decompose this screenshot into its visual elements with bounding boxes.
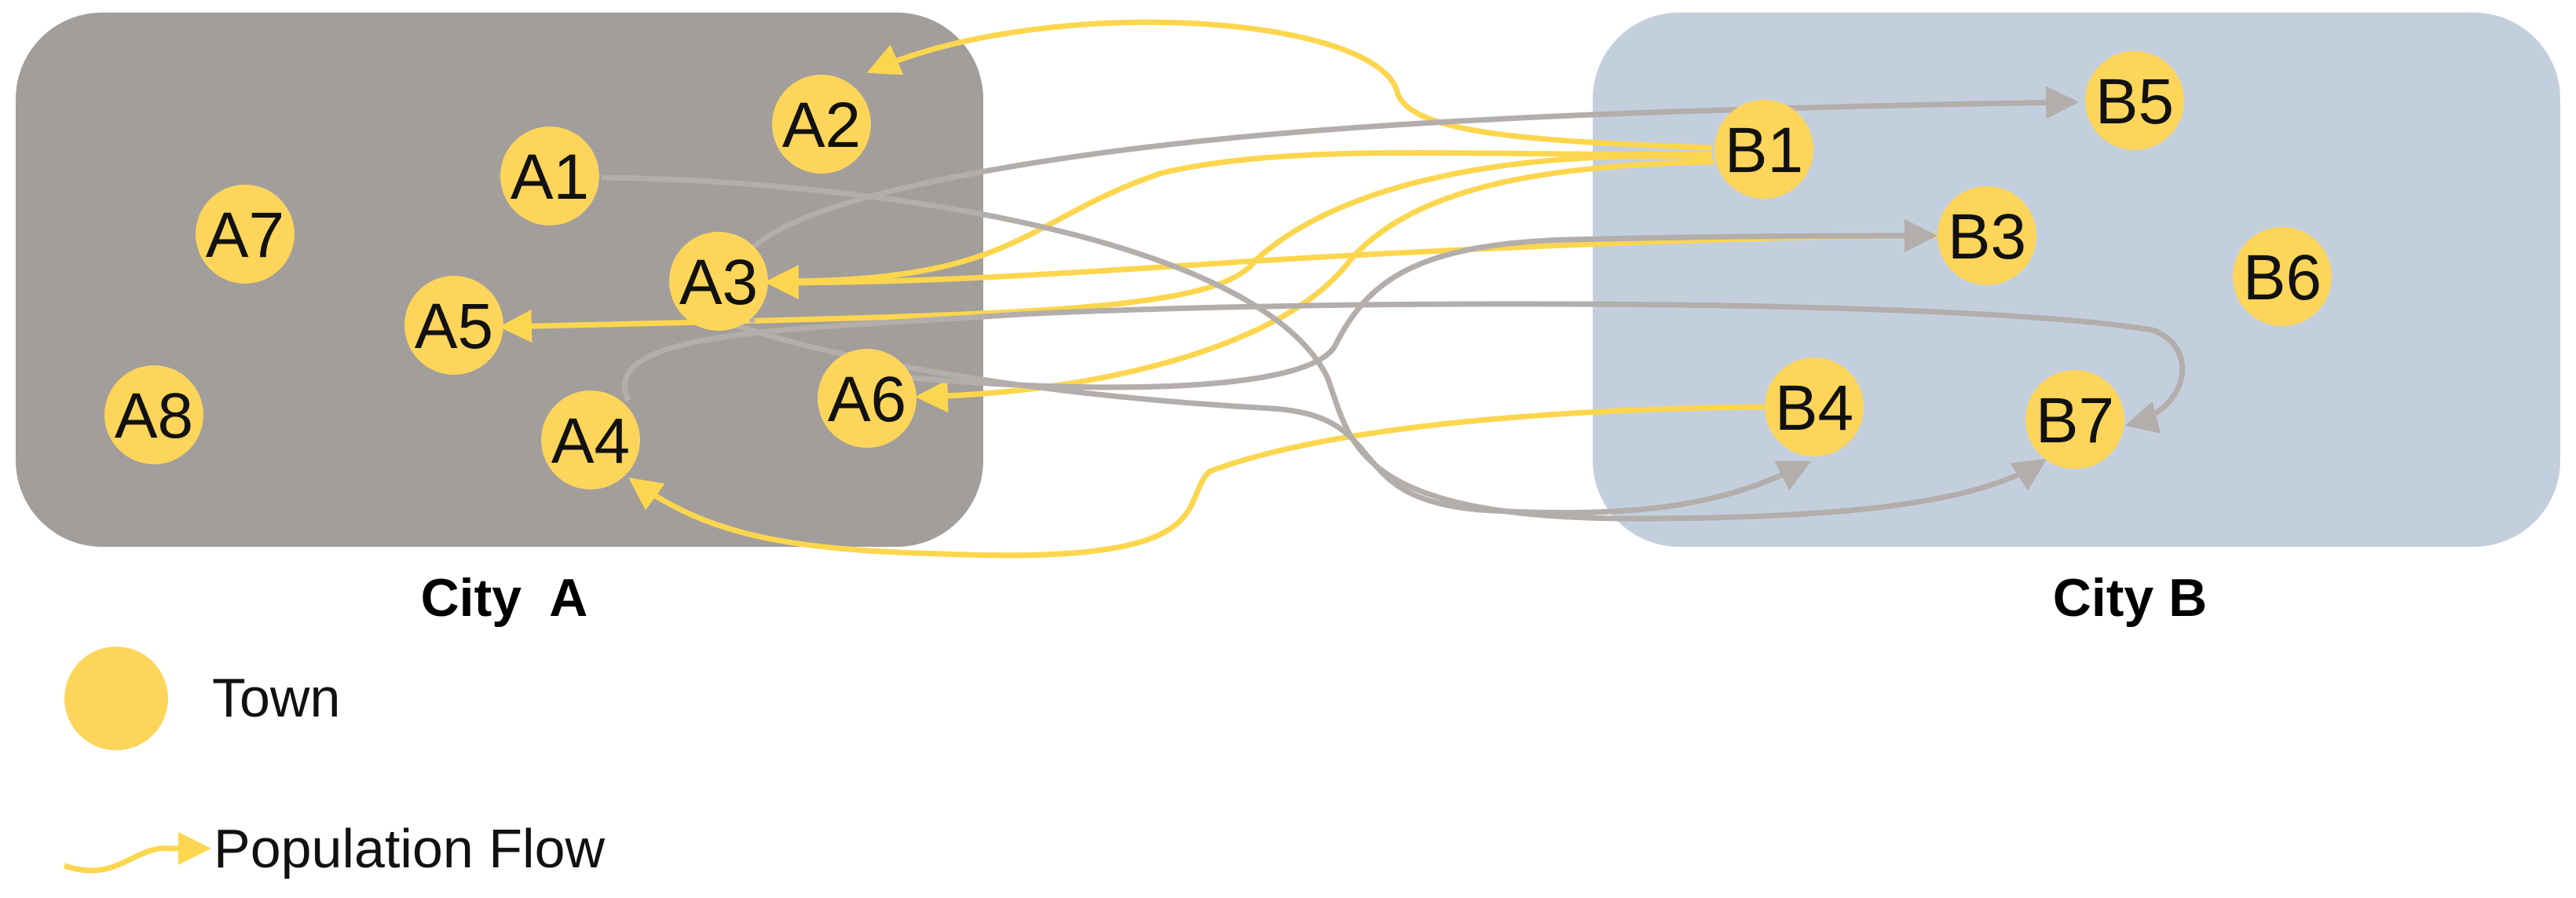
town-circle [2025, 370, 2124, 469]
legend-flow-label: Population Flow [214, 818, 606, 879]
flow-a6-to-b3 [832, 219, 1937, 390]
town-node-b7: B7 [2025, 370, 2124, 469]
flow-a3-to-b5 [732, 86, 2079, 324]
town-label: B7 [2036, 385, 2114, 456]
town-label: A4 [551, 405, 630, 477]
town-node-b1: B1 [1714, 100, 1813, 199]
town-circle [541, 390, 640, 489]
town-label: A8 [115, 380, 193, 452]
town-circle [104, 365, 203, 464]
city-b-label: City B [2053, 568, 2207, 628]
town-node-a8: A8 [104, 365, 203, 464]
town-circle [196, 185, 295, 284]
town-node-a2: A2 [772, 75, 871, 174]
town-node-a6: A6 [818, 349, 917, 448]
town-label: A7 [206, 200, 284, 271]
town-label: A2 [782, 90, 861, 161]
town-circle [669, 232, 768, 331]
town-label: B3 [1948, 201, 2026, 273]
town-node-a1: A1 [500, 126, 599, 225]
flow-b1-to-a5 [499, 153, 1713, 343]
city-a-label: City A [421, 568, 588, 628]
town-node-b6: B6 [2233, 227, 2332, 326]
town-circle [2233, 227, 2332, 326]
town-label: A3 [679, 247, 758, 318]
town-circle [1714, 100, 1813, 199]
town-circle [2085, 51, 2184, 150]
town-circle [1765, 357, 1864, 456]
town-node-b5: B5 [2085, 51, 2184, 150]
town-node-b3: B3 [1937, 186, 2036, 285]
legend-town-icon [64, 647, 168, 750]
town-label: B4 [1775, 372, 1853, 444]
legend: Town Population Flow [63, 647, 606, 879]
flow-b1-to-a6 [915, 159, 1714, 413]
town-node-a5: A5 [404, 276, 503, 375]
town-label: B1 [1725, 115, 1803, 186]
town-label: B6 [2243, 242, 2322, 313]
flow-b1-to-a3 [766, 149, 1713, 299]
town-node-b4: B4 [1765, 357, 1864, 456]
legend-flow-icon [63, 832, 211, 874]
town-circle [818, 349, 917, 448]
city-a-region [16, 13, 983, 547]
town-circle [772, 75, 871, 174]
flow-b1-to-a2 [866, 19, 1713, 151]
town-node-a4: A4 [541, 390, 640, 489]
town-label: A6 [828, 364, 906, 435]
town-node-a7: A7 [196, 185, 295, 284]
flow-a4-to-b7 [622, 301, 2186, 434]
flow-b4-to-a4 [628, 404, 1765, 559]
town-circle [1937, 186, 2036, 285]
town-label: A5 [415, 291, 493, 362]
town-circle [500, 126, 599, 225]
town-label: B5 [2095, 66, 2174, 137]
town-label: A1 [510, 141, 589, 213]
town-circle [404, 276, 503, 375]
legend-town-label: Town [212, 667, 340, 728]
town-node-a3: A3 [669, 232, 768, 331]
flow-edges [499, 19, 2186, 559]
